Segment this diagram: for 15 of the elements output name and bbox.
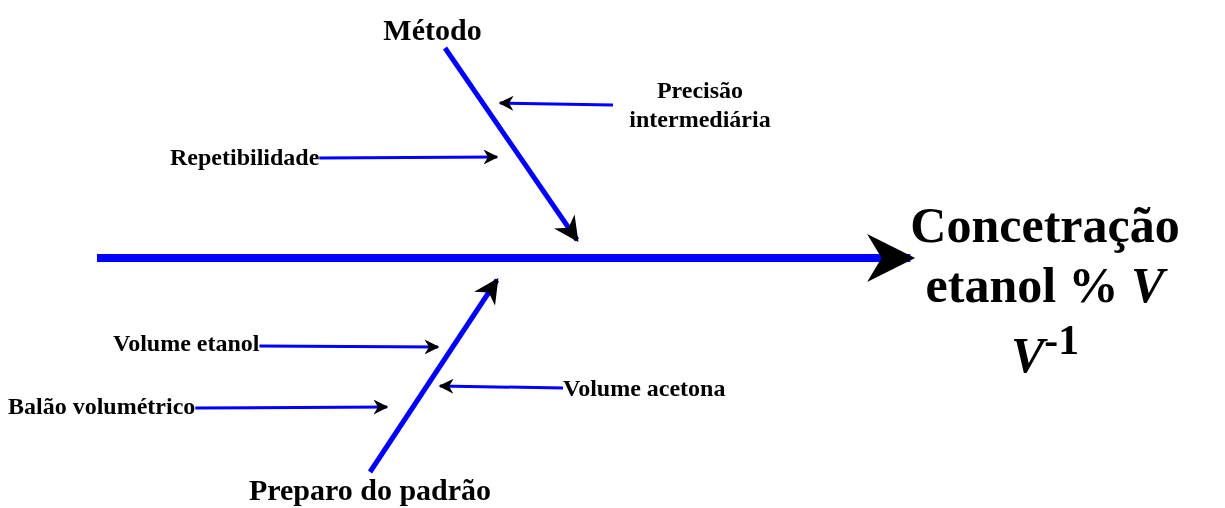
cause-label: Balão volumétrico [8,392,196,421]
cause-label: Repetibilidade [170,143,320,172]
arrow [319,149,499,165]
arrow [498,95,614,111]
effect-label: Concetração etanol % V V$^{-1}$ [910,195,1180,385]
arrow [259,339,440,355]
cause-label: Precisão intermediária [600,76,800,134]
arrow [442,46,580,243]
arrow [438,378,564,394]
arrow [367,277,500,474]
cause-label: Volume etanol [113,329,260,358]
arrow [195,399,389,415]
category-label: Preparo do padrão [248,472,492,508]
cause-label: Volume acetona [563,374,726,403]
category-label: Método [383,12,482,48]
